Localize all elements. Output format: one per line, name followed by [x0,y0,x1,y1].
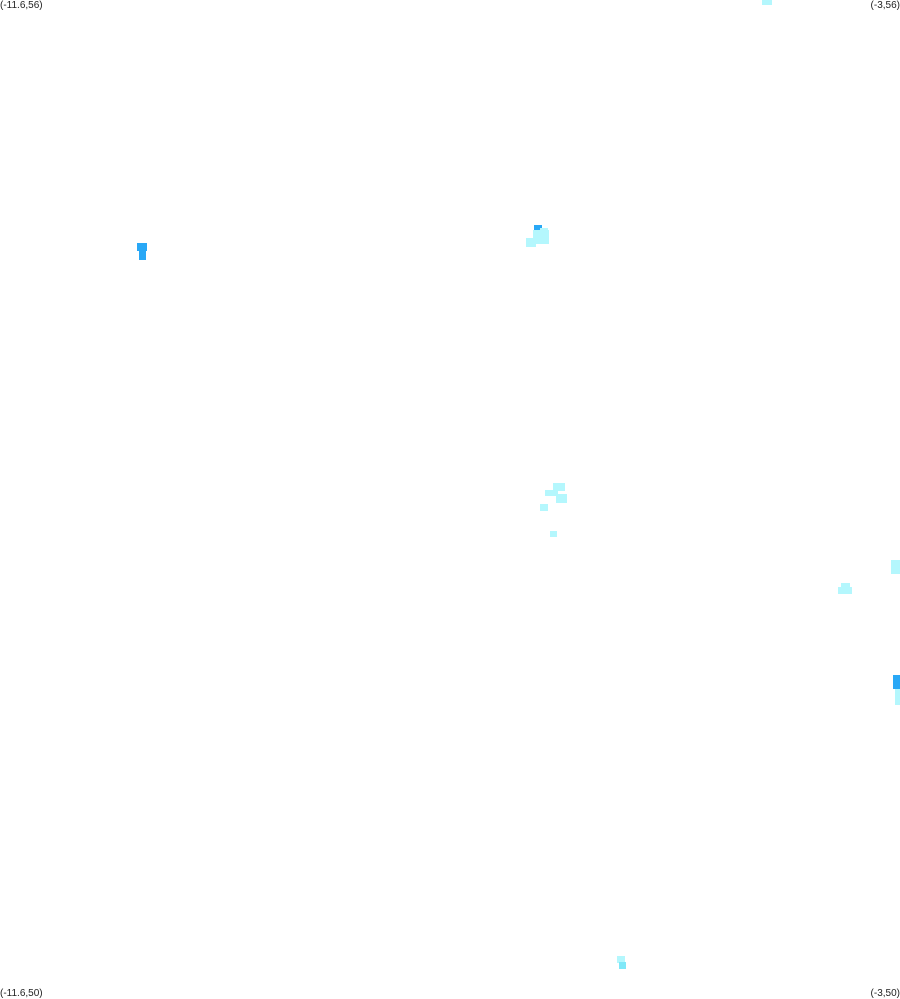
cell [137,243,147,251]
cell [545,490,558,496]
cell [526,238,536,247]
cell [139,251,146,260]
cell [893,675,900,689]
cell [556,494,567,503]
cell [619,962,626,969]
corner-label-bottom-right: (-3,50) [870,988,900,999]
corner-label-top-right: (-3,56) [870,0,900,11]
cell [550,531,557,537]
corner-label-bottom-left: (-11.6,50) [0,988,43,999]
cell [762,0,772,5]
cell [895,689,900,705]
cell [891,560,900,574]
cell [540,228,548,234]
cell [534,225,542,232]
cell [553,483,565,491]
cell [838,587,852,594]
cell [540,504,548,511]
corner-label-top-left: (-11.6,56) [0,0,43,11]
cell [617,956,625,963]
